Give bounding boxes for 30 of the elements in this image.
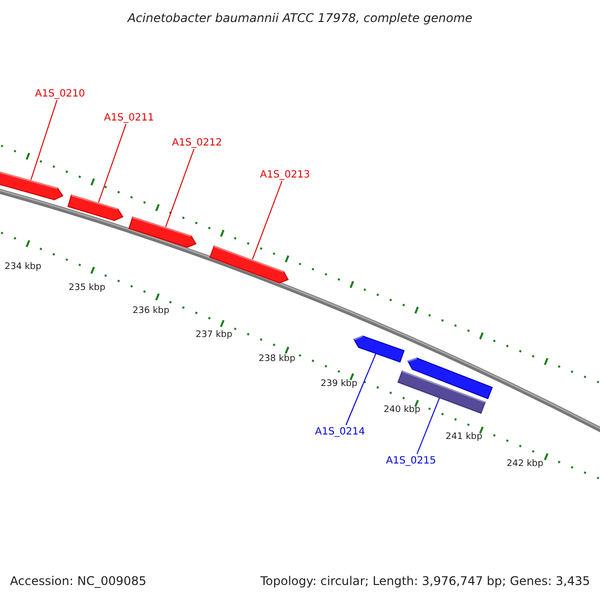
tick-label: 237 kbp	[196, 330, 232, 340]
gene-label: A1S_0213	[260, 170, 310, 180]
gene-feature	[0, 171, 63, 200]
gene-feature	[68, 195, 123, 221]
tick-label: 234 kbp	[4, 262, 42, 272]
gene-label: A1S_0210	[35, 88, 85, 100]
leader-line	[98, 124, 126, 204]
gene-label: A1S_0212	[172, 138, 222, 148]
tick-label: 236 kbp	[132, 306, 170, 316]
leader-line	[30, 100, 58, 182]
gene-label: A1S_0215	[386, 456, 436, 466]
tick-label: 239 kbp	[320, 379, 358, 389]
leader-line	[346, 352, 376, 426]
leader-line	[252, 180, 282, 261]
gene-feature	[354, 336, 404, 362]
accession-text: Accession: NC_009085	[10, 574, 146, 588]
leader-line	[416, 398, 440, 454]
gene-label: A1S_0211	[104, 112, 154, 124]
leader-line	[164, 148, 194, 228]
gene-feature	[210, 246, 288, 284]
genome-info-text: Topology: circular; Length: 3,976,747 bp; Genes: 3,435	[260, 574, 590, 588]
title: Acinetobacter baumannii ATCC 17978, complete genome	[128, 11, 472, 25]
gene-feature	[129, 217, 196, 248]
tick-label: 240 kbp	[384, 405, 420, 415]
tick-label: 235 kbp	[68, 283, 106, 293]
gene-label: A1S_0214	[315, 426, 365, 438]
tick-label: 242 kbp	[506, 459, 544, 469]
gene-feature	[408, 358, 492, 399]
tick-label: 241 kbp	[446, 432, 482, 442]
tick-label: 238 kbp	[258, 354, 296, 364]
